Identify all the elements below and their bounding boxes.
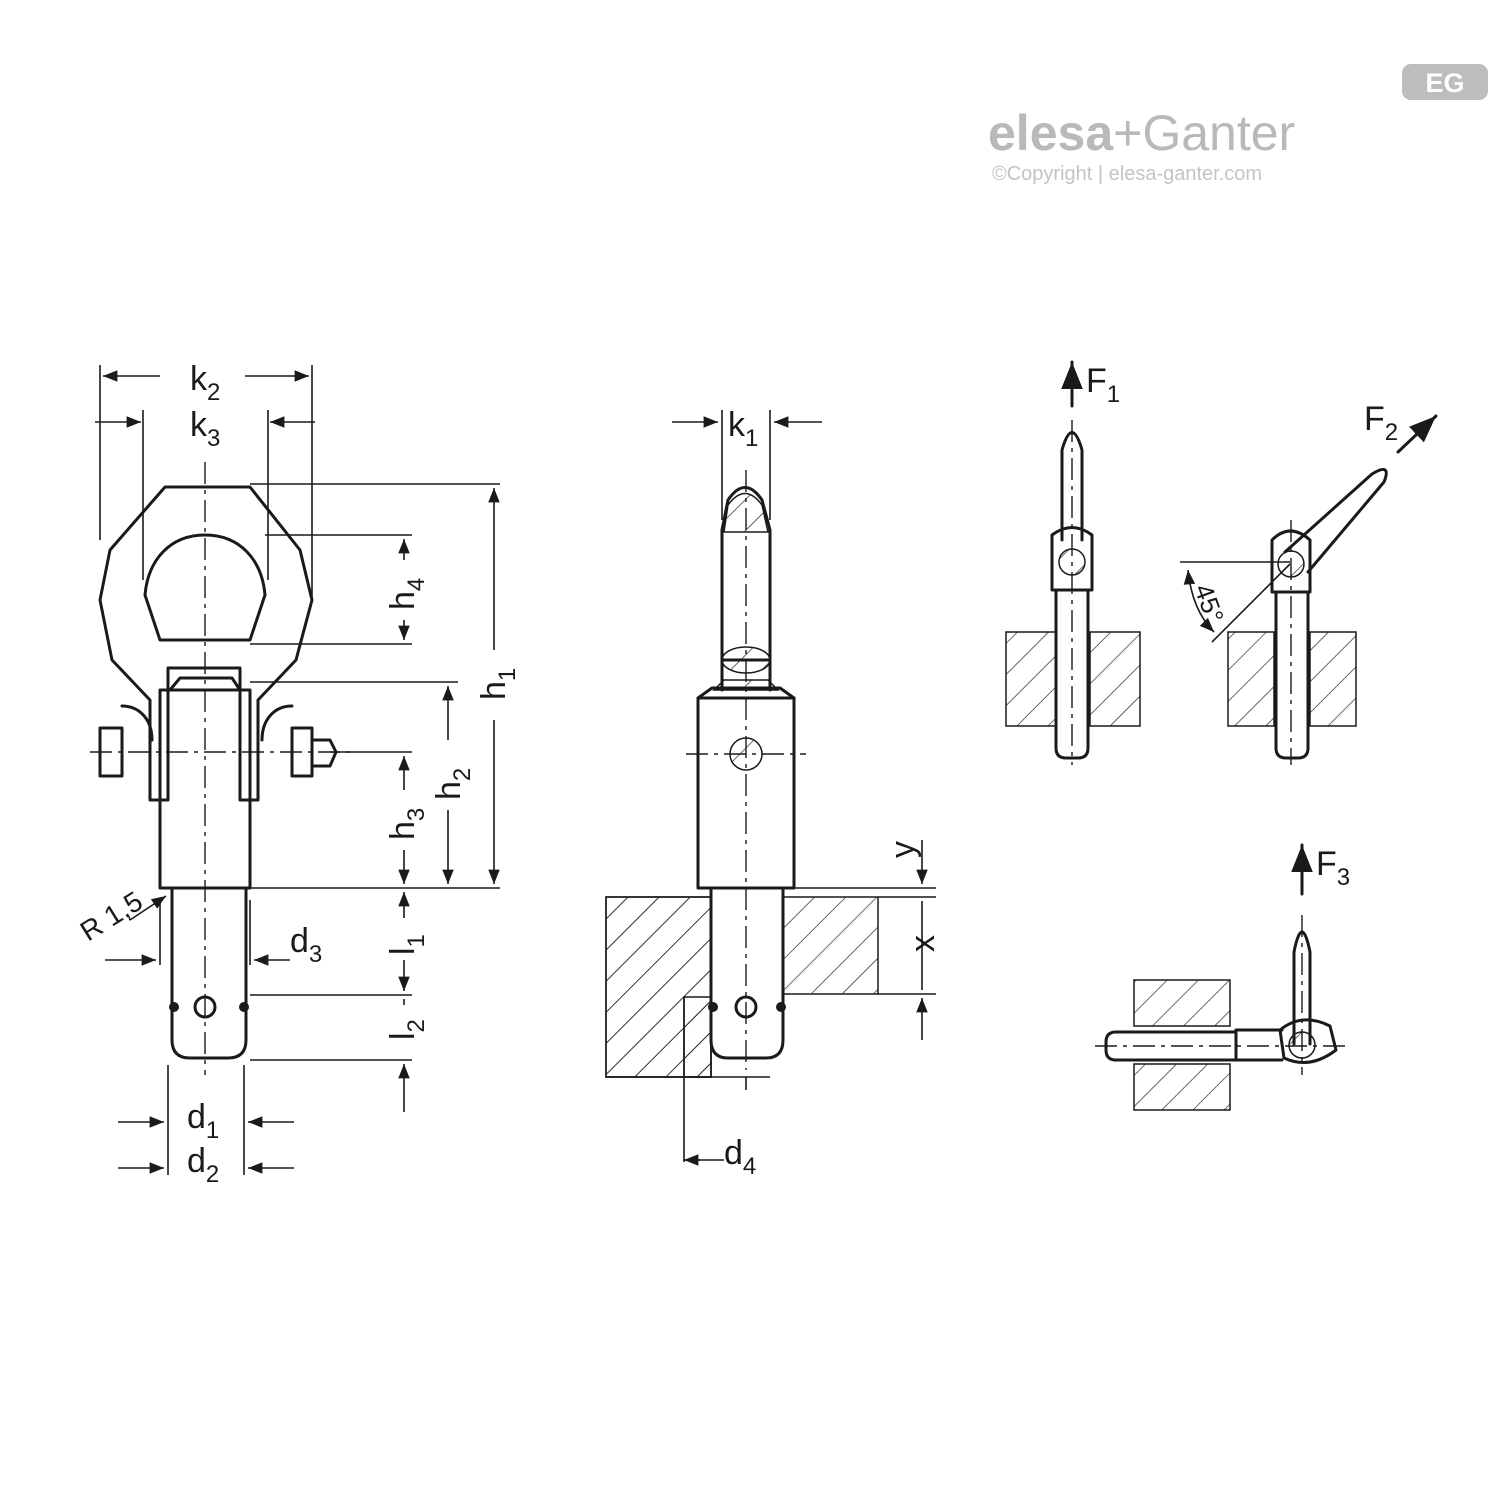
- svg-text:elesa+Ganter: elesa+Ganter: [988, 105, 1295, 161]
- label-y: y: [884, 841, 922, 858]
- eye-hole: [143, 533, 267, 642]
- brand-copyright: ©Copyright | elesa-ganter.com: [992, 163, 1262, 185]
- label-angle: 45°: [1188, 580, 1230, 627]
- brand-name-bold: elesa: [988, 105, 1114, 161]
- label-d4: d4: [724, 1134, 756, 1180]
- label-h1: h1: [475, 668, 521, 700]
- side-plunger: [709, 886, 785, 1060]
- label-l2: l2: [384, 1019, 430, 1040]
- label-F3: F3: [1316, 845, 1350, 891]
- label-h2: h2: [430, 768, 476, 800]
- bolt-end: [310, 738, 338, 768]
- brand-badge: EG: [1425, 68, 1464, 98]
- label-x: x: [904, 935, 942, 952]
- label-d2: d2: [187, 1142, 219, 1188]
- label-F2: F2: [1364, 400, 1398, 446]
- brand-logo: EG elesa+Ganter ©Copyright | elesa-gante…: [988, 64, 1488, 185]
- plate-right-upper: [782, 896, 879, 995]
- load-case-f2: 45° F2: [1180, 400, 1438, 765]
- side-view: k1 y x d4: [605, 406, 942, 1180]
- plunger-shaft: [170, 886, 248, 1060]
- f2-handle: [1283, 468, 1388, 574]
- label-k3: k3: [190, 406, 220, 452]
- load-case-f3: F3: [1095, 843, 1350, 1111]
- label-radius: R 1,5: [75, 885, 148, 947]
- label-l1: l1: [384, 934, 430, 955]
- label-h3: h3: [384, 808, 430, 840]
- label-d1: d1: [187, 1098, 219, 1144]
- label-h4: h4: [384, 578, 430, 610]
- brand-badge-icon: [1402, 64, 1488, 100]
- f2-arrow: [1396, 414, 1438, 454]
- label-k2: k2: [190, 360, 220, 406]
- brand-name-regular: +Ganter: [1113, 105, 1295, 161]
- label-d3: d3: [290, 922, 322, 968]
- load-case-f1: F1: [1005, 360, 1141, 765]
- label-F1: F1: [1086, 362, 1120, 408]
- eye-outline: [98, 485, 314, 802]
- f3-handle: [1292, 930, 1312, 1046]
- label-k1: k1: [728, 406, 758, 452]
- front-view: k2 k3 h1 h2 h3 h4 l1 l2 d3 d1 d2 R 1,5: [75, 360, 521, 1188]
